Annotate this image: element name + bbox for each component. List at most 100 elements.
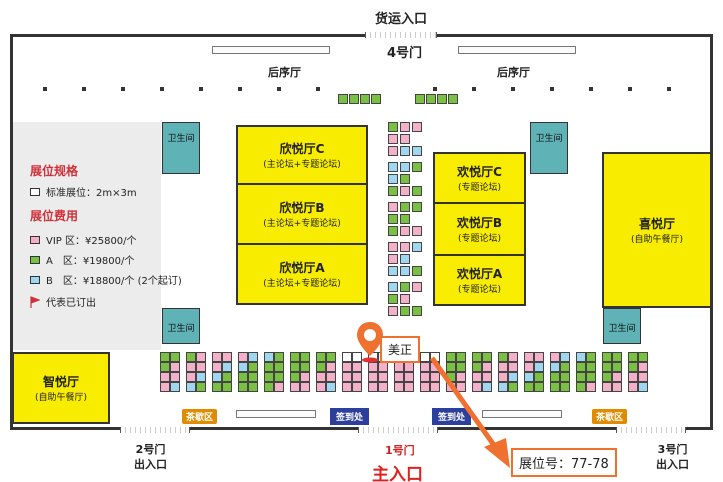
booth[interactable] — [388, 214, 398, 224]
booth[interactable] — [248, 362, 258, 372]
booth[interactable] — [404, 382, 414, 392]
booth[interactable] — [400, 242, 410, 252]
booth[interactable] — [368, 372, 378, 382]
booth[interactable] — [186, 352, 196, 362]
booth[interactable] — [342, 372, 352, 382]
booth[interactable] — [400, 122, 410, 132]
booth[interactable] — [420, 362, 430, 372]
booth[interactable] — [586, 382, 596, 392]
booth[interactable] — [400, 174, 410, 184]
booth[interactable] — [378, 372, 388, 382]
booth[interactable] — [412, 122, 422, 132]
booth[interactable] — [482, 372, 492, 382]
booth[interactable] — [472, 352, 482, 362]
booth[interactable] — [170, 382, 180, 392]
booth[interactable] — [534, 382, 544, 392]
hall-huanyue-b[interactable]: 欢悦厅B (专题论坛) — [433, 202, 526, 256]
booth[interactable] — [472, 362, 482, 372]
booth[interactable] — [290, 382, 300, 392]
booth[interactable] — [238, 352, 248, 362]
booth[interactable] — [472, 382, 482, 392]
booth[interactable] — [326, 382, 336, 392]
booth[interactable] — [290, 372, 300, 382]
booth[interactable] — [400, 266, 410, 276]
booth[interactable] — [576, 372, 586, 382]
booth[interactable] — [326, 372, 336, 382]
booth[interactable] — [388, 226, 398, 236]
booth[interactable] — [430, 382, 440, 392]
booth[interactable] — [550, 372, 560, 382]
booth[interactable] — [388, 146, 398, 156]
booth[interactable] — [586, 372, 596, 382]
booth[interactable] — [628, 372, 638, 382]
booth[interactable] — [404, 372, 414, 382]
booth[interactable] — [352, 372, 362, 382]
booth[interactable] — [446, 352, 456, 362]
booth[interactable] — [212, 352, 222, 362]
booth[interactable] — [352, 362, 362, 372]
booth[interactable] — [612, 382, 622, 392]
booth[interactable] — [222, 382, 232, 392]
booth[interactable] — [400, 214, 410, 224]
booth[interactable] — [264, 382, 274, 392]
booth[interactable] — [160, 372, 170, 382]
booth[interactable] — [388, 186, 398, 196]
booth[interactable] — [238, 372, 248, 382]
hall-xinyue-b[interactable]: 欣悦厅B (主论坛+专题论坛) — [236, 183, 368, 245]
booth[interactable] — [400, 186, 410, 196]
booth[interactable] — [368, 382, 378, 392]
booth[interactable] — [170, 372, 180, 382]
booth[interactable] — [550, 352, 560, 362]
booth[interactable] — [498, 352, 508, 362]
booth[interactable] — [508, 362, 518, 372]
booth[interactable] — [498, 362, 508, 372]
booth[interactable] — [437, 94, 447, 104]
booth[interactable] — [612, 352, 622, 362]
booth[interactable] — [360, 94, 370, 104]
booth[interactable] — [394, 362, 404, 372]
booth[interactable] — [388, 122, 398, 132]
booth[interactable] — [290, 352, 300, 362]
booth[interactable] — [160, 362, 170, 372]
booth[interactable] — [628, 352, 638, 362]
booth[interactable] — [196, 362, 206, 372]
booth[interactable] — [612, 362, 622, 372]
booth[interactable] — [456, 372, 466, 382]
booth[interactable] — [160, 352, 170, 362]
booth[interactable] — [638, 372, 648, 382]
booth[interactable] — [394, 372, 404, 382]
booth[interactable] — [430, 362, 440, 372]
booth[interactable] — [482, 362, 492, 372]
booth[interactable] — [426, 94, 436, 104]
booth[interactable] — [524, 372, 534, 382]
booth[interactable] — [400, 162, 410, 172]
booth[interactable] — [560, 382, 570, 392]
booth[interactable] — [342, 382, 352, 392]
booth[interactable] — [326, 352, 336, 362]
booth[interactable] — [388, 266, 398, 276]
booth[interactable] — [576, 362, 586, 372]
booth[interactable] — [534, 362, 544, 372]
booth[interactable] — [316, 382, 326, 392]
booth[interactable] — [394, 382, 404, 392]
booth[interactable] — [160, 382, 170, 392]
booth[interactable] — [602, 372, 612, 382]
booth[interactable] — [170, 352, 180, 362]
booth[interactable] — [550, 382, 560, 392]
booth[interactable] — [482, 382, 492, 392]
booth[interactable] — [420, 352, 430, 362]
booth[interactable] — [316, 362, 326, 372]
booth[interactable] — [498, 382, 508, 392]
booth[interactable] — [352, 382, 362, 392]
booth[interactable] — [388, 202, 398, 212]
hall-xinyue-c[interactable]: 欣悦厅C (主论坛+专题论坛) — [236, 125, 368, 185]
booth[interactable] — [274, 352, 284, 362]
booth[interactable] — [524, 352, 534, 362]
booth[interactable] — [338, 94, 348, 104]
booth[interactable] — [388, 294, 398, 304]
booth[interactable] — [602, 382, 612, 392]
booth[interactable] — [456, 352, 466, 362]
booth[interactable] — [430, 352, 440, 362]
booth[interactable] — [412, 202, 422, 212]
booth[interactable] — [274, 382, 284, 392]
